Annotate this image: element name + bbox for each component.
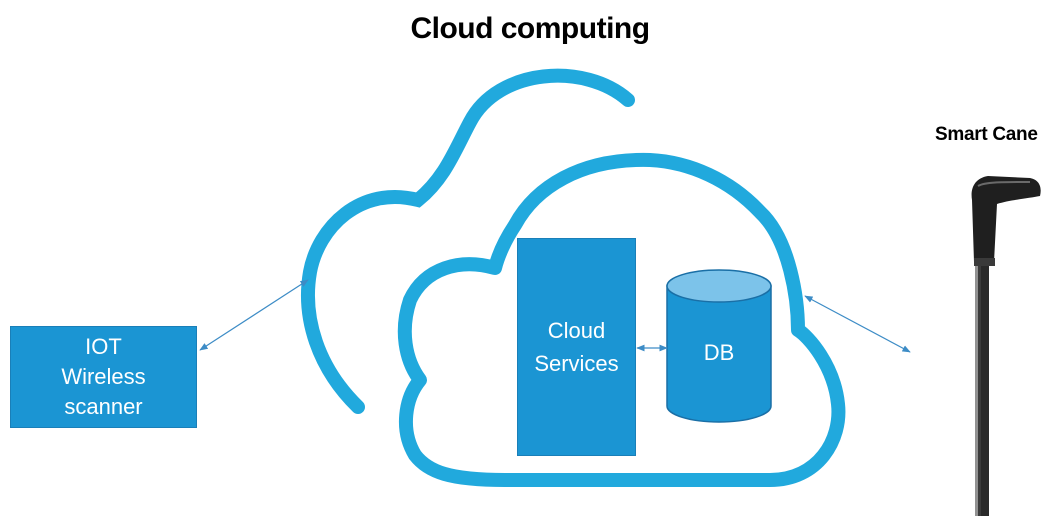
iot-label-line-3: scanner — [64, 393, 143, 419]
services-label-line-1: Cloud — [547, 318, 606, 343]
database-cylinder — [666, 269, 772, 423]
iot-label-line-2: Wireless — [61, 364, 146, 390]
db-label: DB — [703, 340, 735, 365]
iot-wireless-scanner-box: IOT Wireless scanner — [10, 326, 197, 428]
arrow-iot-cloud — [199, 279, 309, 351]
diagram-title: Cloud computing — [410, 12, 650, 45]
arrow-cloud-cane — [804, 295, 911, 353]
smart-cane-title: Smart Cane — [935, 124, 1038, 145]
iot-label-line-1: IOT — [85, 334, 122, 360]
services-label-line-2: Services — [534, 351, 619, 376]
smart-cane-icon — [971, 176, 1041, 516]
back-cloud-outline — [301, 68, 635, 414]
cloud-services-box: Cloud Services — [517, 238, 636, 456]
